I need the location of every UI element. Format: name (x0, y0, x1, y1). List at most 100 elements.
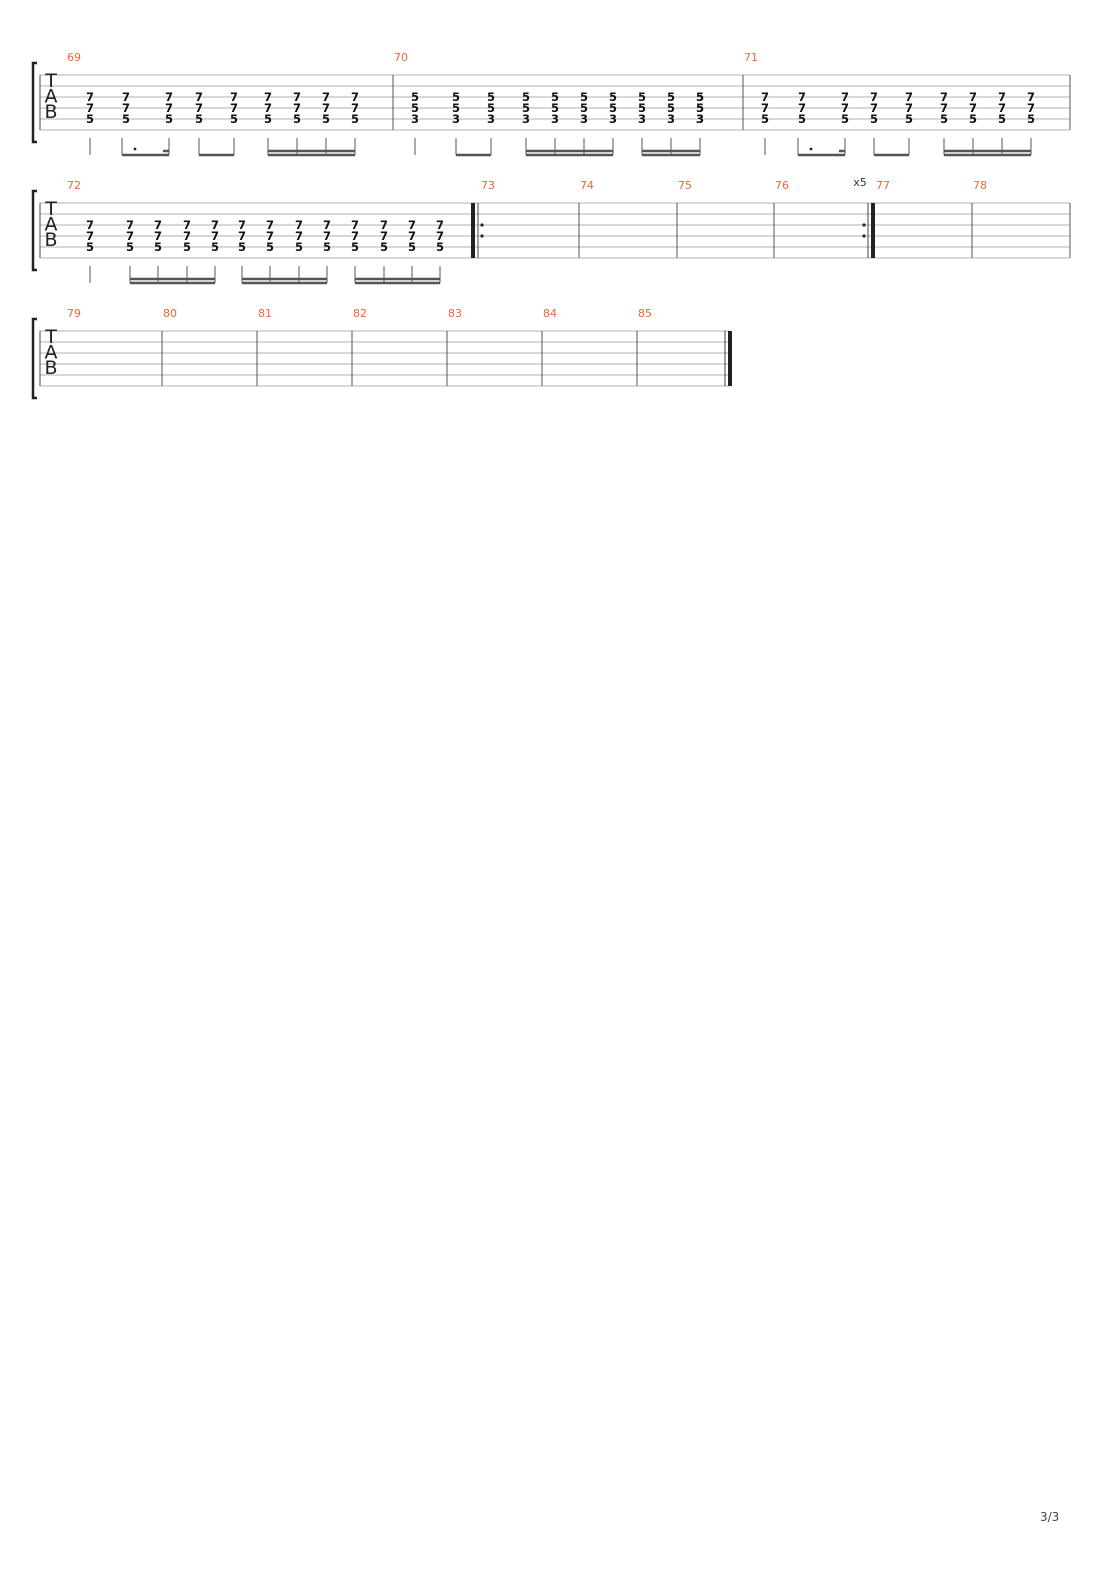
fret-number: 7 (969, 90, 977, 104)
fret-number: 5 (126, 240, 134, 254)
fret-number: 7 (436, 229, 444, 243)
fret-number: 7 (293, 101, 301, 115)
fret-number: 5 (551, 90, 559, 104)
fret-number: 5 (1027, 112, 1035, 126)
fret-number: 7 (266, 229, 274, 243)
fret-number: 7 (86, 101, 94, 115)
measure-number: 81 (258, 307, 272, 320)
fret-number: 5 (266, 240, 274, 254)
fret-number: 5 (86, 240, 94, 254)
repeat-dot (480, 234, 484, 238)
fret-number: 7 (230, 90, 238, 104)
fret-number: 7 (905, 90, 913, 104)
system-bracket (31, 189, 37, 272)
tab-clef-letter: A (45, 214, 58, 236)
fret-number: 7 (841, 90, 849, 104)
measure-number: 84 (543, 307, 557, 320)
fret-number: 7 (126, 218, 134, 232)
fret-number: 5 (165, 112, 173, 126)
fret-number: 7 (122, 101, 130, 115)
fret-number: 5 (411, 101, 419, 115)
fret-number: 5 (122, 112, 130, 126)
tab-clef-letter: B (44, 229, 57, 251)
fret-number: 7 (323, 229, 331, 243)
fret-number: 5 (609, 90, 617, 104)
fret-number: 5 (667, 90, 675, 104)
repeat-dot (862, 234, 866, 238)
tab-clef-letter: T (44, 198, 57, 220)
fret-number: 7 (940, 101, 948, 115)
fret-number: 7 (798, 90, 806, 104)
measure-number: 79 (67, 307, 81, 320)
fret-number: 5 (211, 240, 219, 254)
tab-clef-letter: B (44, 357, 57, 379)
fret-number: 5 (408, 240, 416, 254)
fret-number: 7 (761, 101, 769, 115)
fret-number: 7 (126, 229, 134, 243)
fret-number: 7 (264, 101, 272, 115)
fret-number: 5 (230, 112, 238, 126)
fret-number: 5 (870, 112, 878, 126)
fret-number: 5 (195, 112, 203, 126)
fret-number: 5 (667, 101, 675, 115)
repeat-dot (862, 223, 866, 227)
fret-number: 7 (905, 101, 913, 115)
fret-number: 3 (522, 112, 530, 126)
fret-number: 7 (122, 90, 130, 104)
fret-number: 3 (696, 112, 704, 126)
measure-number: 75 (678, 179, 692, 192)
fret-number: 5 (522, 90, 530, 104)
fret-number: 7 (323, 218, 331, 232)
fret-number: 7 (295, 218, 303, 232)
fret-number: 7 (322, 101, 330, 115)
measure-number: 82 (353, 307, 367, 320)
fret-number: 7 (761, 90, 769, 104)
measure-number: 80 (163, 307, 177, 320)
fret-number: 7 (295, 229, 303, 243)
fret-number: 5 (295, 240, 303, 254)
fret-number: 5 (452, 90, 460, 104)
fret-number: 3 (580, 112, 588, 126)
fret-number: 7 (841, 101, 849, 115)
fret-number: 5 (841, 112, 849, 126)
repeat-count: x5 (853, 176, 867, 189)
fret-number: 5 (580, 101, 588, 115)
tab-clef-letter: T (44, 326, 57, 348)
fret-number: 5 (351, 240, 359, 254)
measure-number: 72 (67, 179, 81, 192)
tab-clef-letter: B (44, 101, 57, 123)
fret-number: 5 (580, 90, 588, 104)
fret-number: 7 (183, 218, 191, 232)
fret-number: 5 (322, 112, 330, 126)
fret-number: 3 (609, 112, 617, 126)
measure-number: 74 (580, 179, 594, 192)
fret-number: 5 (452, 101, 460, 115)
fret-number: 7 (940, 90, 948, 104)
fret-number: 5 (905, 112, 913, 126)
fret-number: 7 (195, 90, 203, 104)
fret-number: 7 (183, 229, 191, 243)
measure-number: 78 (973, 179, 987, 192)
fret-number: 7 (380, 229, 388, 243)
fret-number: 5 (86, 112, 94, 126)
fret-number: 7 (165, 101, 173, 115)
measure-number: 83 (448, 307, 462, 320)
tab-clef-letter: A (45, 86, 58, 108)
fret-number: 7 (380, 218, 388, 232)
fret-number: 3 (696, 112, 704, 126)
fret-number: 5 (522, 101, 530, 115)
fret-number: 5 (380, 240, 388, 254)
fret-number: 3 (667, 112, 675, 126)
fret-number: 5 (969, 112, 977, 126)
fret-number: 7 (436, 218, 444, 232)
fret-number: 5 (183, 240, 191, 254)
fret-number: 5 (998, 112, 1006, 126)
fret-number: 7 (211, 229, 219, 243)
measure-number: 73 (481, 179, 495, 192)
fret-number: 5 (351, 112, 359, 126)
fret-number: 5 (551, 101, 559, 115)
fret-number: 7 (408, 218, 416, 232)
